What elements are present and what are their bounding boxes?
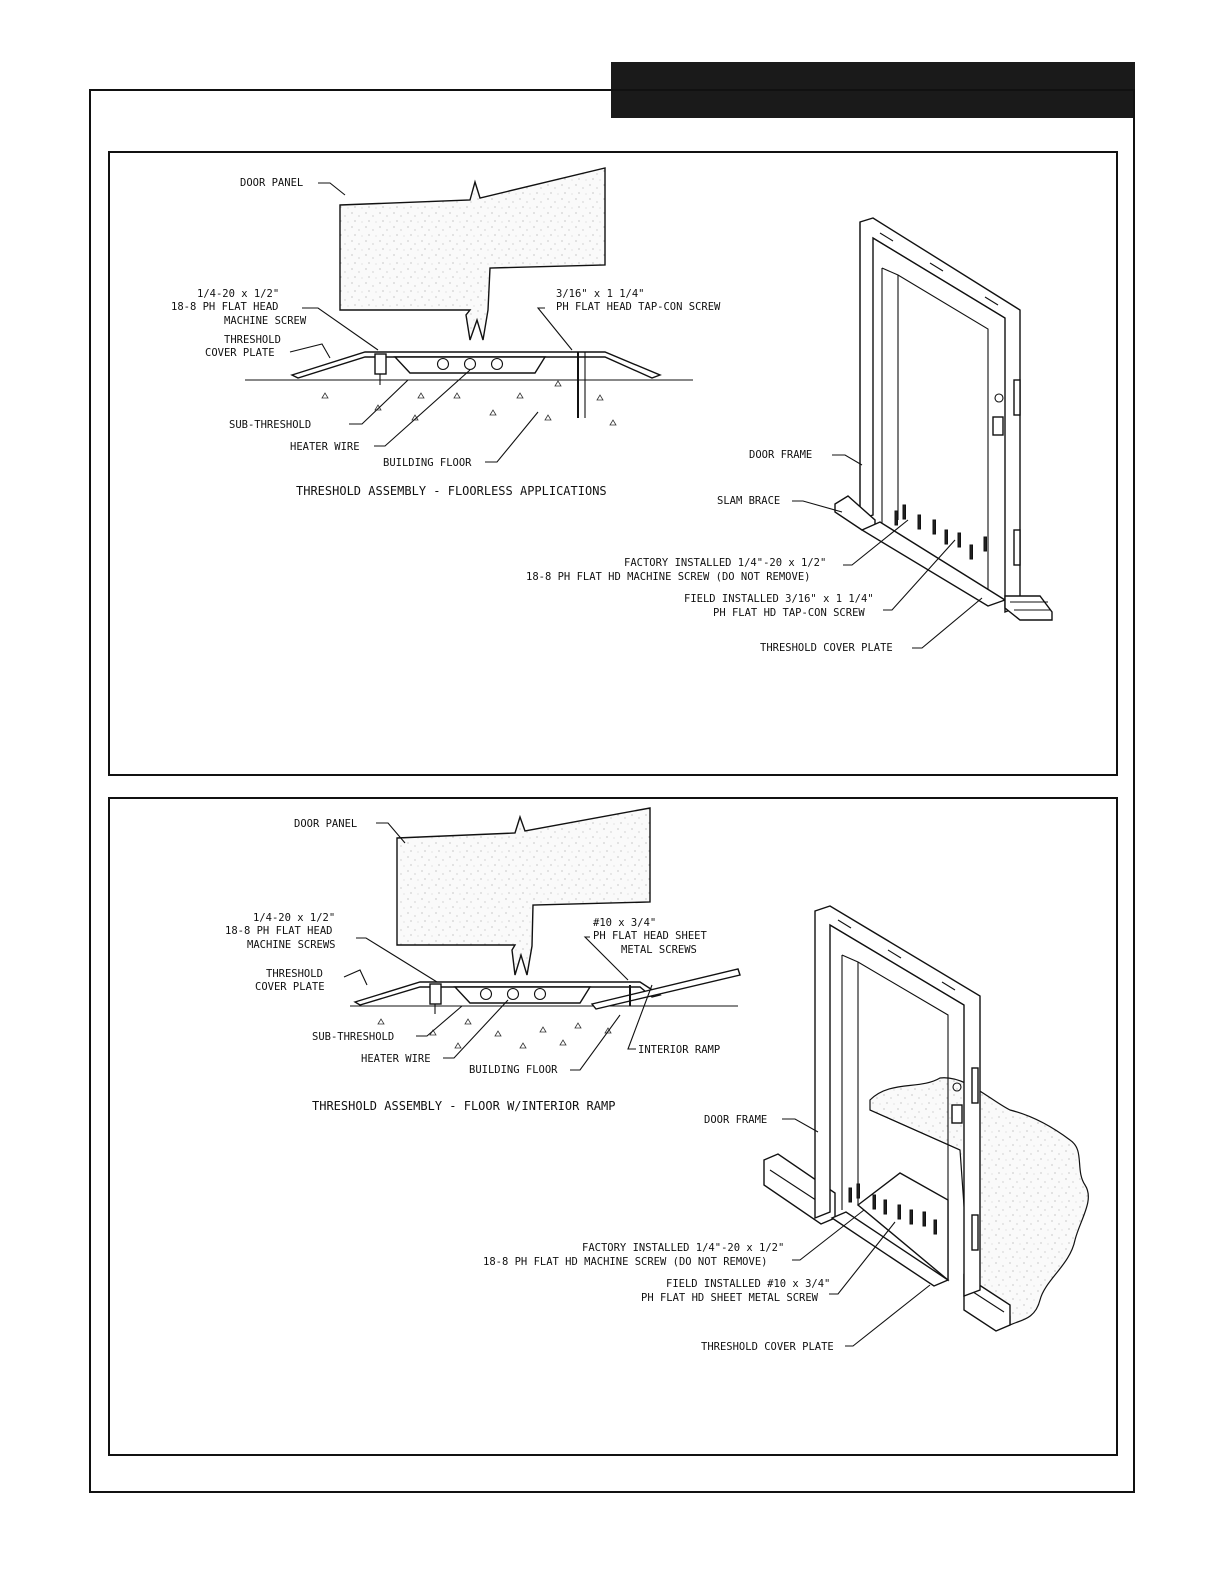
door-panel-shape-bottom [396, 807, 651, 976]
label-door-panel-bottom: DOOR PANEL [294, 818, 357, 830]
label-cover-plate-iso-bottom: THRESHOLD COVER PLATE [701, 1341, 834, 1353]
label-cover-plate-2: COVER PLATE [205, 347, 275, 359]
caption-interior-ramp: THRESHOLD ASSEMBLY - FLOOR W/INTERIOR RA… [312, 1099, 615, 1113]
label-field-installed: FIELD INSTALLED 3/16" x 1 1/4" [684, 593, 874, 605]
label-heater-wire: HEATER WIRE [290, 441, 360, 453]
label-machine-screws: 1/4-20 x 1/2" [253, 912, 335, 924]
caption-floorless: THRESHOLD ASSEMBLY - FLOORLESS APPLICATI… [296, 484, 607, 498]
bottom-iso-frame [763, 905, 1089, 1347]
label-machine-screws-2: 18-8 PH FLAT HEAD [225, 925, 332, 937]
label-slam-brace: SLAM BRACE [717, 495, 780, 507]
label-factory-installed-2: 18-8 PH FLAT HD MACHINE SCREW (DO NOT RE… [526, 571, 810, 583]
label-sheet-metal: #10 x 3/4" [593, 917, 656, 929]
label-factory-installed: FACTORY INSTALLED 1/4"-20 x 1/2" [624, 557, 826, 569]
label-building-floor-bottom: BUILDING FLOOR [469, 1064, 558, 1076]
top-iso-labels: DOOR FRAME SLAM BRACE FACTORY INSTALLED … [526, 449, 893, 654]
label-cover-plate: THRESHOLD [224, 334, 281, 346]
door-panel-shape [339, 167, 606, 341]
label-machine-screw-3: MACHINE SCREW [224, 315, 307, 327]
label-interior-ramp: INTERIOR RAMP [638, 1044, 720, 1056]
label-door-panel: DOOR PANEL [240, 177, 303, 189]
label-machine-screws-3: MACHINE SCREWS [247, 939, 336, 951]
top-iso-frame [792, 217, 1053, 649]
label-cover-plate-bottom: THRESHOLD [266, 968, 323, 980]
panel-floorless [108, 151, 1118, 776]
label-cover-plate-bottom-2: COVER PLATE [255, 981, 325, 993]
label-sub-threshold-bottom: SUB-THRESHOLD [312, 1031, 394, 1043]
label-sheet-metal-3: METAL SCREWS [621, 944, 697, 956]
bottom-section-labels: DOOR PANEL 1/4-20 x 1/2" 18-8 PH FLAT HE… [225, 818, 720, 1113]
label-factory-installed-bottom: FACTORY INSTALLED 1/4"-20 x 1/2" [582, 1242, 784, 1254]
label-cover-plate-iso: THRESHOLD COVER PLATE [760, 642, 893, 654]
label-machine-screw: 1/4-20 x 1/2" [197, 288, 279, 300]
label-tapcon-2: PH FLAT HEAD TAP-CON SCREW [556, 301, 721, 313]
panel-interior-ramp [108, 797, 1118, 1456]
label-field-installed-bottom: FIELD INSTALLED #10 x 3/4" [666, 1278, 830, 1290]
label-sub-threshold: SUB-THRESHOLD [229, 419, 311, 431]
top-section-view [245, 167, 693, 463]
label-heater-wire-bottom: HEATER WIRE [361, 1053, 431, 1065]
page-frame [89, 89, 1135, 1493]
bottom-section-view [343, 807, 741, 1071]
label-sheet-metal-2: PH FLAT HEAD SHEET [593, 930, 707, 942]
label-field-installed-2: PH FLAT HD TAP-CON SCREW [713, 607, 865, 619]
label-building-floor: BUILDING FLOOR [383, 457, 472, 469]
top-section-labels: DOOR PANEL 1/4-20 x 1/2" 18-8 PH FLAT HE… [171, 177, 721, 498]
label-machine-screw-2: 18-8 PH FLAT HEAD [171, 301, 278, 313]
label-tapcon: 3/16" x 1 1/4" [556, 288, 645, 300]
label-door-frame: DOOR FRAME [749, 449, 812, 461]
label-factory-installed-bottom-2: 18-8 PH FLAT HD MACHINE SCREW (DO NOT RE… [483, 1256, 767, 1268]
label-door-frame-bottom: DOOR FRAME [704, 1114, 767, 1126]
bottom-iso-labels: DOOR FRAME FACTORY INSTALLED 1/4"-20 x 1… [483, 1114, 834, 1353]
label-field-installed-bottom-2: PH FLAT HD SHEET METAL SCREW [641, 1292, 819, 1304]
